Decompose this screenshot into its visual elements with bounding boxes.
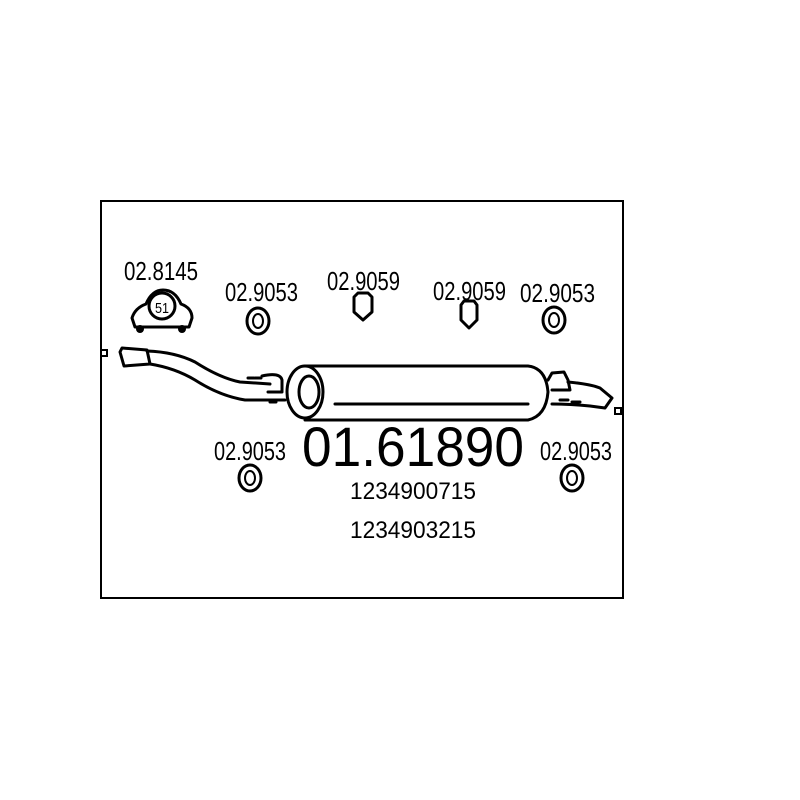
clamp-part-number: 02.8145 <box>124 256 198 286</box>
ring-part-number-1: 02.9053 <box>225 277 298 307</box>
diagram-frame <box>100 200 624 599</box>
ring-icon <box>559 463 585 493</box>
clamp-size-label: 51 <box>155 300 169 317</box>
rubber-mount-icon <box>459 299 479 330</box>
rubber-mount-icon <box>352 291 374 322</box>
oem-number-1: 1234900715 <box>350 478 476 505</box>
ring-icon <box>237 463 263 493</box>
ring-part-number-4: 02.9053 <box>540 436 612 466</box>
ring-part-number-3: 02.9053 <box>214 436 286 466</box>
clamp-icon: 51 <box>130 288 194 333</box>
exhaust-silencer-assembly <box>100 346 622 422</box>
oem-number-2: 1234903215 <box>350 517 476 544</box>
ring-icon <box>245 306 271 336</box>
mount-part-number-1: 02.9059 <box>327 266 400 296</box>
ring-part-number-2: 02.9053 <box>520 278 595 308</box>
main-part-number: 01.61890 <box>302 415 524 478</box>
ring-icon <box>541 305 567 335</box>
